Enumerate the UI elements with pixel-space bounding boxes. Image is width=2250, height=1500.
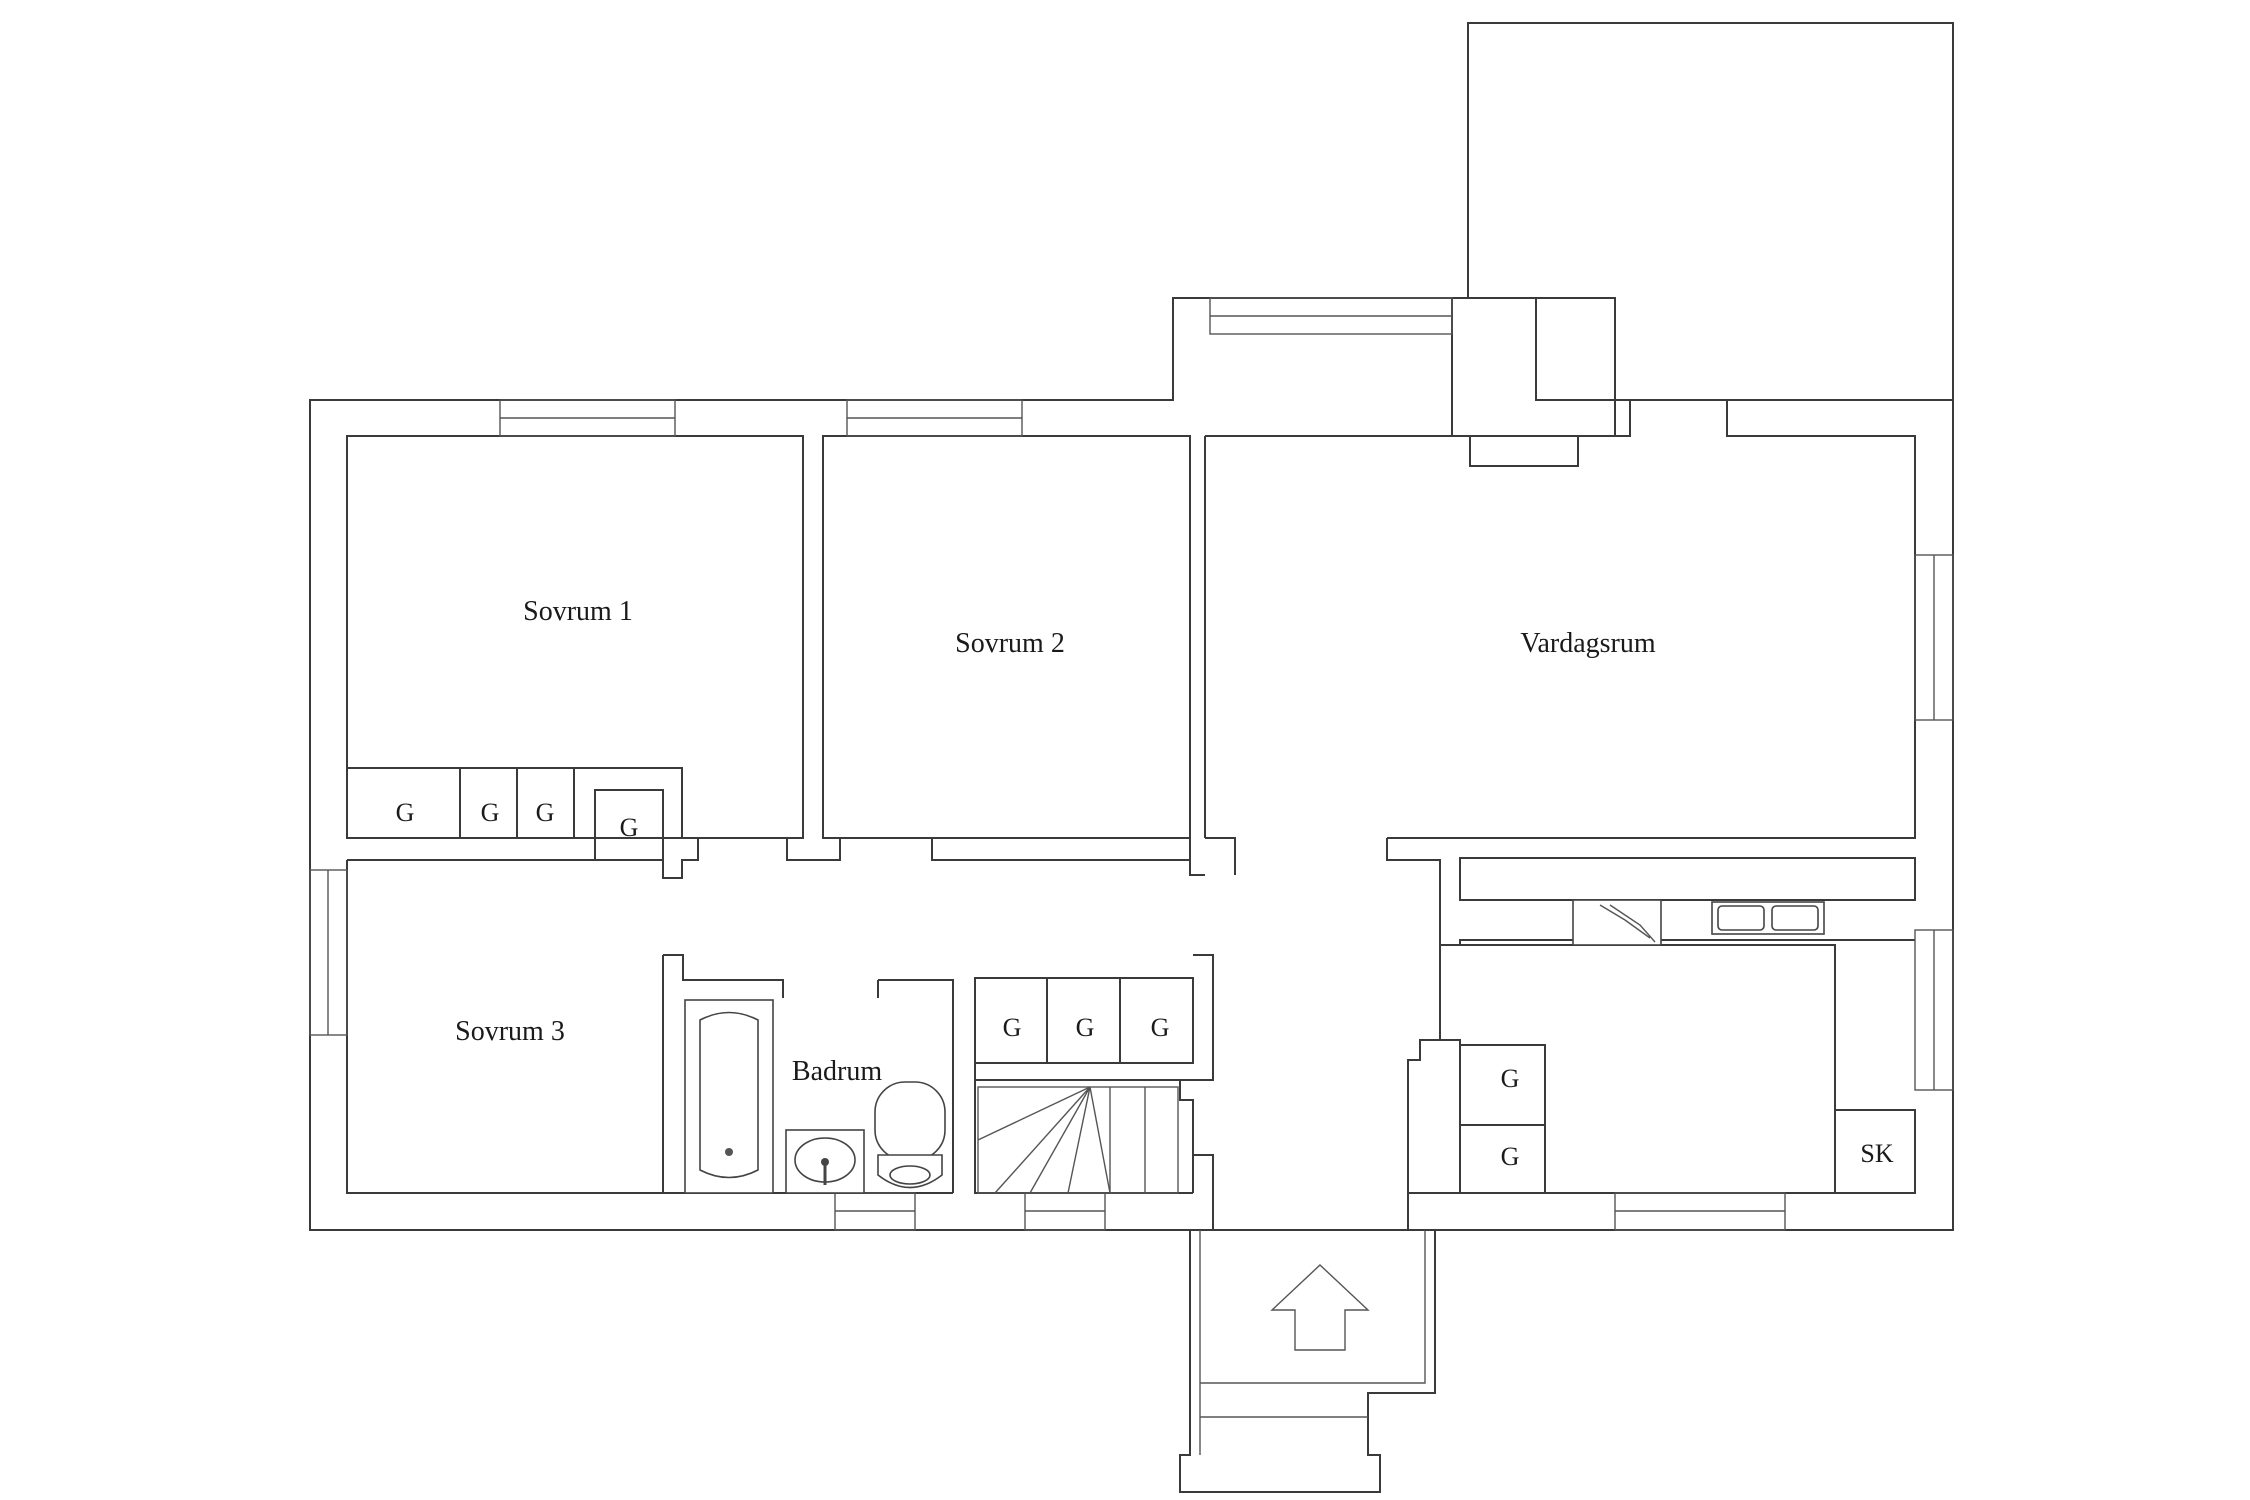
wardrobe-mark: G bbox=[1151, 1013, 1170, 1042]
wardrobe-mark: G bbox=[1003, 1013, 1022, 1042]
room-label-sovrum-3: Sovrum 3 bbox=[455, 1016, 565, 1047]
wardrobe-mark: G bbox=[1076, 1013, 1095, 1042]
sk-mark: SK bbox=[1860, 1139, 1893, 1168]
entrance-porch bbox=[1179, 1230, 1436, 1493]
room-label-sovrum-2: Sovrum 2 bbox=[955, 628, 1065, 659]
room-label-sovrum-1: Sovrum 1 bbox=[523, 596, 633, 627]
windows bbox=[309, 297, 1954, 1231]
interior-walls bbox=[346, 297, 1916, 1230]
entrance-arrow-icon bbox=[1270, 1264, 1370, 1351]
room-label-vardagsrum: Vardagsrum bbox=[1520, 628, 1656, 659]
wardrobe-mark: G bbox=[620, 813, 639, 842]
sink-icon bbox=[785, 1129, 865, 1194]
kitchen-sink-icon bbox=[1711, 901, 1825, 935]
wardrobe-mark: G bbox=[536, 798, 555, 827]
room-label-badrum: Badrum bbox=[792, 1056, 882, 1087]
wardrobe-mark: G bbox=[481, 798, 500, 827]
stove-icon bbox=[1572, 899, 1662, 946]
toilet-icon bbox=[874, 1081, 946, 1189]
bathtub-icon bbox=[684, 999, 774, 1194]
wardrobe-mark: G bbox=[1501, 1064, 1520, 1093]
wardrobe-mark: G bbox=[396, 798, 415, 827]
staircase bbox=[977, 1086, 1179, 1194]
wardrobe-mark: G bbox=[1501, 1142, 1520, 1171]
